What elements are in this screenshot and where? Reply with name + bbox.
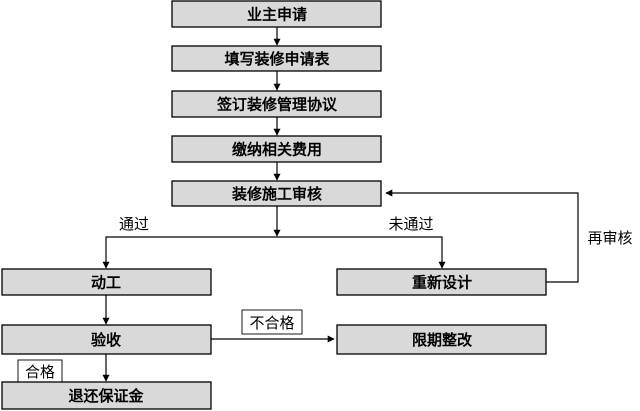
node-start-work: 动工 <box>1 268 212 296</box>
label-pass-text: 通过 <box>119 216 149 233</box>
edge-branch-pass-to-start <box>102 236 277 269</box>
label-fail-text: 未通过 <box>388 216 433 233</box>
node-refund-deposit-label: 退还保证金 <box>68 387 144 405</box>
edge-redesign-to-review <box>385 189 579 283</box>
node-redesign: 重新设计 <box>336 268 547 296</box>
edge-branch-fail-to-redesign <box>277 236 446 269</box>
node-rectify: 限期整改 <box>336 324 547 355</box>
node-redesign-label: 重新设计 <box>412 274 472 292</box>
flow-edges <box>102 27 579 382</box>
label-pass: 通过 <box>111 213 157 233</box>
node-owner-apply-label: 业主申请 <box>247 6 307 24</box>
node-rectify-label: 限期整改 <box>412 331 473 349</box>
label-unqualified-text: 不合格 <box>249 315 294 332</box>
node-refund-deposit: 退还保证金 <box>1 381 212 410</box>
node-pay-fees-label: 缴纳相关费用 <box>232 141 322 159</box>
label-re-review-text: 再审核 <box>587 230 632 247</box>
label-unqualified: 不合格 <box>241 309 303 335</box>
node-start-work-label: 动工 <box>91 274 121 292</box>
label-fail: 未通过 <box>383 213 439 233</box>
node-sign-agreement-label: 签订装修管理协议 <box>216 96 338 114</box>
node-owner-apply: 业主申请 <box>171 0 382 28</box>
node-pay-fees: 缴纳相关费用 <box>171 135 382 163</box>
node-inspection: 验收 <box>1 324 212 355</box>
label-qualified-text: 合格 <box>25 364 55 381</box>
node-fill-form-label: 填写装修申请表 <box>224 50 330 68</box>
node-sign-agreement: 签订装修管理协议 <box>171 90 382 118</box>
node-fill-form: 填写装修申请表 <box>171 45 382 72</box>
node-inspection-label: 验收 <box>91 331 121 349</box>
node-construction-review: 装修施工审核 <box>171 180 382 207</box>
label-re-review: 再审核 <box>582 226 638 248</box>
node-construction-review-label: 装修施工审核 <box>231 185 322 203</box>
label-qualified: 合格 <box>17 359 63 383</box>
